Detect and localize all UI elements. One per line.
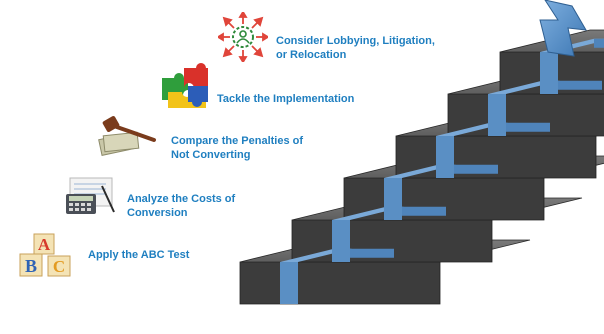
path-segment xyxy=(540,52,558,94)
path-segment xyxy=(594,38,604,48)
puzzle-icon xyxy=(158,62,212,112)
path-segment xyxy=(384,178,402,220)
person-arrows-icon xyxy=(216,10,270,64)
calculator-icon xyxy=(62,176,118,216)
block-letter-b: B xyxy=(25,256,37,276)
up-arrow-icon xyxy=(539,0,587,57)
path-segment xyxy=(280,262,298,304)
step-label-analyze-costs: Analyze the Costs of Conversion xyxy=(127,193,236,219)
path-segment xyxy=(488,94,506,136)
step-label-consider-lobbying: Consider Lobbying, Litigation, or Reloca… xyxy=(276,35,435,61)
abc-blocks-icon: A B C xyxy=(16,232,74,278)
step-label-apply-abc: Apply the ABC Test xyxy=(88,249,190,261)
block-letter-c: C xyxy=(53,257,65,276)
gavel-money-icon xyxy=(94,114,158,156)
stair-riser xyxy=(239,261,441,305)
step-label-compare-penalties: Compare the Penalties of Not Converting xyxy=(171,135,304,161)
path-segment xyxy=(332,220,350,262)
step-label-tackle-implementation: Tackle the Implementation xyxy=(217,93,355,105)
path-segment xyxy=(436,136,454,178)
growth-path xyxy=(280,38,604,304)
block-letter-a: A xyxy=(38,235,51,254)
